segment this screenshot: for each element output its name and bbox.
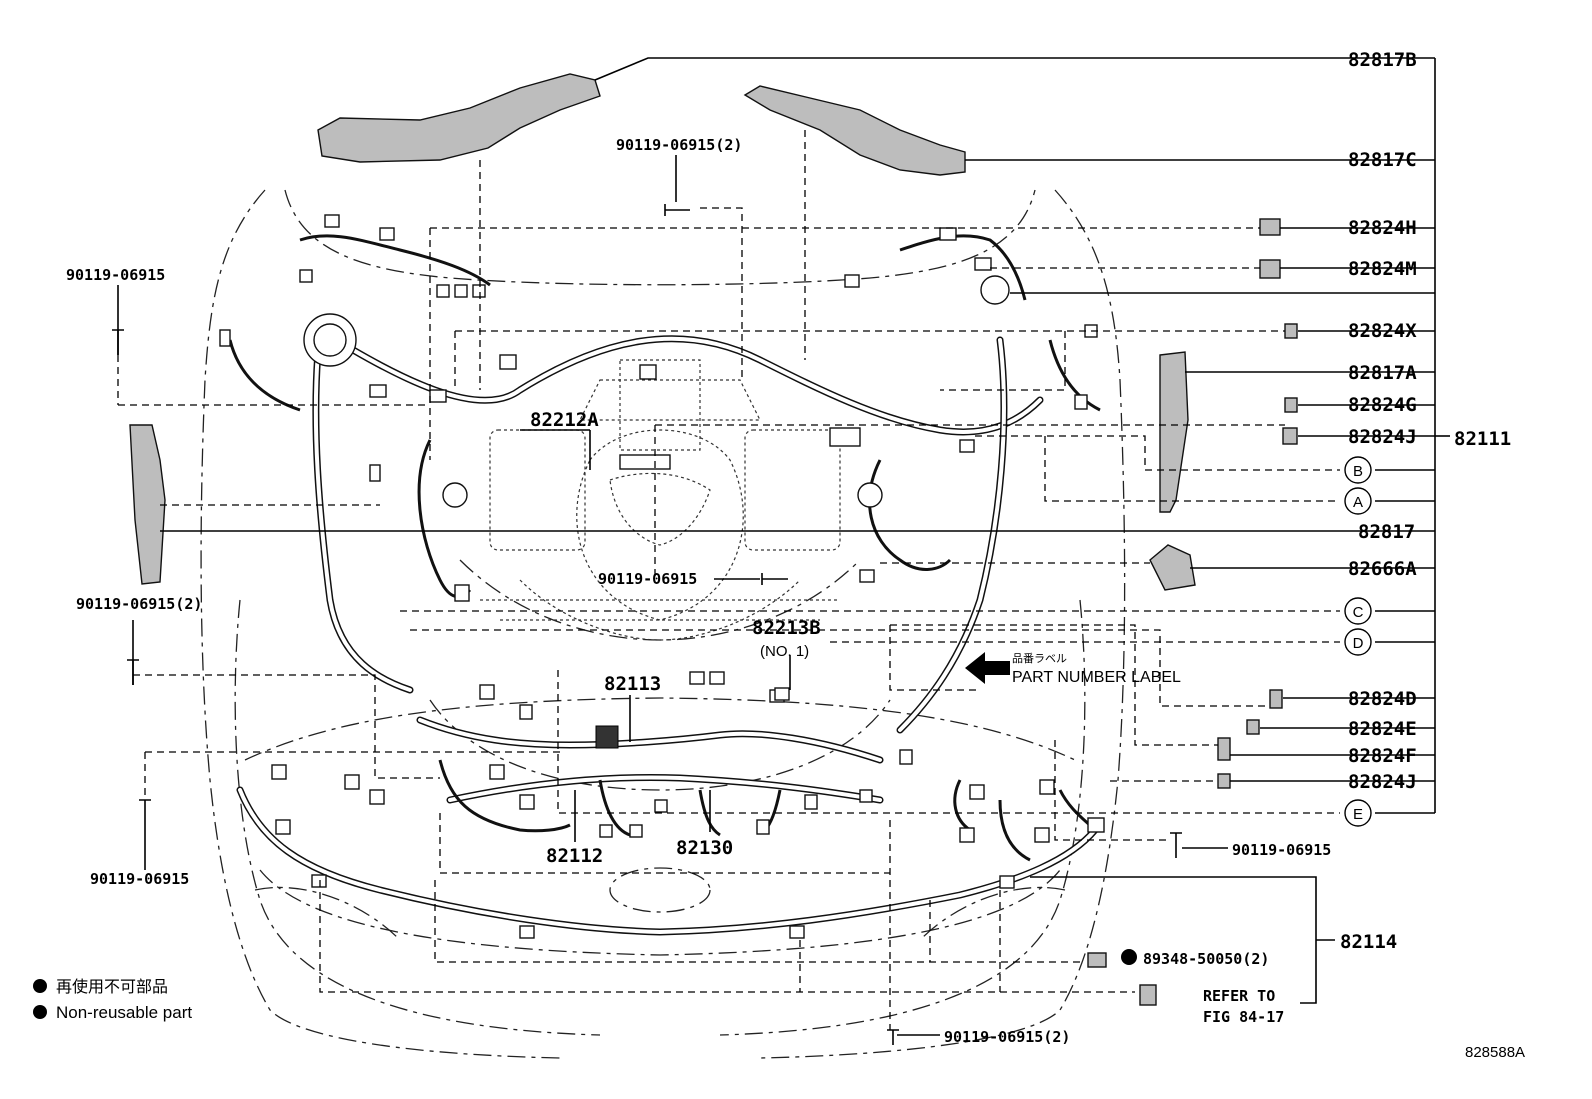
- vehicle-body-outline: [200, 189, 1126, 1059]
- label-82666A: 82666A: [1348, 558, 1417, 580]
- label-82113: 82113: [604, 673, 661, 695]
- callout-circle-e: E: [1344, 799, 1372, 827]
- label-no1: (NO. 1): [760, 643, 809, 660]
- protector-82817B: [317, 73, 601, 163]
- label-82817C: 82817C: [1348, 149, 1417, 171]
- cover-82666A: [1149, 544, 1196, 591]
- engine-block: [480, 359, 841, 641]
- label-82817B: 82817B: [1348, 49, 1417, 71]
- callout-circle-b: B: [1344, 456, 1372, 484]
- connectors: [219, 214, 1105, 939]
- protector-82817A: [1159, 351, 1189, 513]
- label-82111: 82111: [1454, 428, 1511, 450]
- callout-circle-c: C: [1344, 597, 1372, 625]
- label-82114: 82114: [1340, 931, 1397, 953]
- label-bolt-center: 90119-06915: [598, 570, 697, 588]
- label-82817A: 82817A: [1348, 362, 1417, 384]
- label-82824E: 82824E: [1348, 718, 1417, 740]
- legend-dot-jp: [33, 979, 47, 993]
- label-82824M: 82824M: [1348, 258, 1417, 280]
- label-82824H: 82824H: [1348, 217, 1417, 239]
- label-bolt-left-mid: 90119-06915(2): [76, 595, 202, 613]
- label-82824F: 82824F: [1348, 745, 1417, 767]
- label-part-number-jp: 品番ラベル: [1012, 652, 1067, 665]
- clip-icons: [1087, 218, 1298, 1006]
- dashed-callouts: [117, 130, 1340, 1030]
- legend-en-text: Non-reusable part: [56, 1003, 192, 1022]
- label-82824D: 82824D: [1348, 688, 1417, 710]
- circle-a-label: A: [1353, 494, 1363, 511]
- legend-dot-en: [33, 1005, 47, 1019]
- label-bolt-bottom: 90119-06915(2): [944, 1028, 1070, 1046]
- part-number-label-arrow: [965, 652, 1010, 684]
- wire-harness-82130: [446, 773, 884, 837]
- circle-c-label: C: [1353, 604, 1364, 621]
- legend-jp-text: 再使用不可部品: [56, 978, 168, 996]
- legend: 再使用不可部品 Non-reusable part: [33, 978, 192, 1022]
- figure-id: 828588A: [1465, 1044, 1525, 1061]
- protector-82817C: [743, 85, 966, 176]
- label-refer-line1: REFER TO: [1203, 987, 1275, 1005]
- label-82824X: 82824X: [1348, 320, 1417, 342]
- wire-harness-82112: [438, 759, 571, 833]
- circle-e-label: E: [1353, 806, 1363, 823]
- label-part-number-en: PART NUMBER LABEL: [1012, 669, 1181, 686]
- leader-lines: [117, 57, 1450, 1036]
- wire-harness-engine-room: [228, 234, 1101, 734]
- label-bolt-left-lower: 90119-06915: [90, 870, 189, 888]
- wire-harness-82114: [236, 779, 1099, 936]
- callout-circle-d: D: [1344, 628, 1372, 656]
- part-labels: 82817B 82817C 82824H 82824M 82824X 82817…: [66, 49, 1511, 1046]
- label-82824J-bottom: 82824J: [1348, 771, 1417, 793]
- label-clip-89348: 89348-50050(2): [1143, 950, 1269, 968]
- label-82817: 82817: [1358, 521, 1415, 543]
- label-82213B: 82213B: [752, 617, 821, 639]
- label-82824G: 82824G: [1348, 394, 1417, 416]
- label-82112: 82112: [546, 845, 603, 867]
- bolt-icons: [112, 204, 1182, 1045]
- label-82130: 82130: [676, 837, 733, 859]
- circle-d-label: D: [1353, 635, 1364, 652]
- label-82824J-top: 82824J: [1348, 426, 1417, 448]
- wire-harness-82113: [416, 716, 884, 764]
- label-bolt-left-upper: 90119-06915: [66, 266, 165, 284]
- protector-82817: [129, 424, 166, 585]
- circle-b-label: B: [1353, 463, 1363, 480]
- label-refer-line2: FIG 84-17: [1203, 1008, 1284, 1026]
- label-bolt-top: 90119-06915(2): [616, 136, 742, 154]
- callout-circle-a: A: [1344, 487, 1372, 515]
- label-82212A: 82212A: [530, 409, 599, 431]
- label-bolt-right-lower: 90119-06915: [1232, 841, 1331, 859]
